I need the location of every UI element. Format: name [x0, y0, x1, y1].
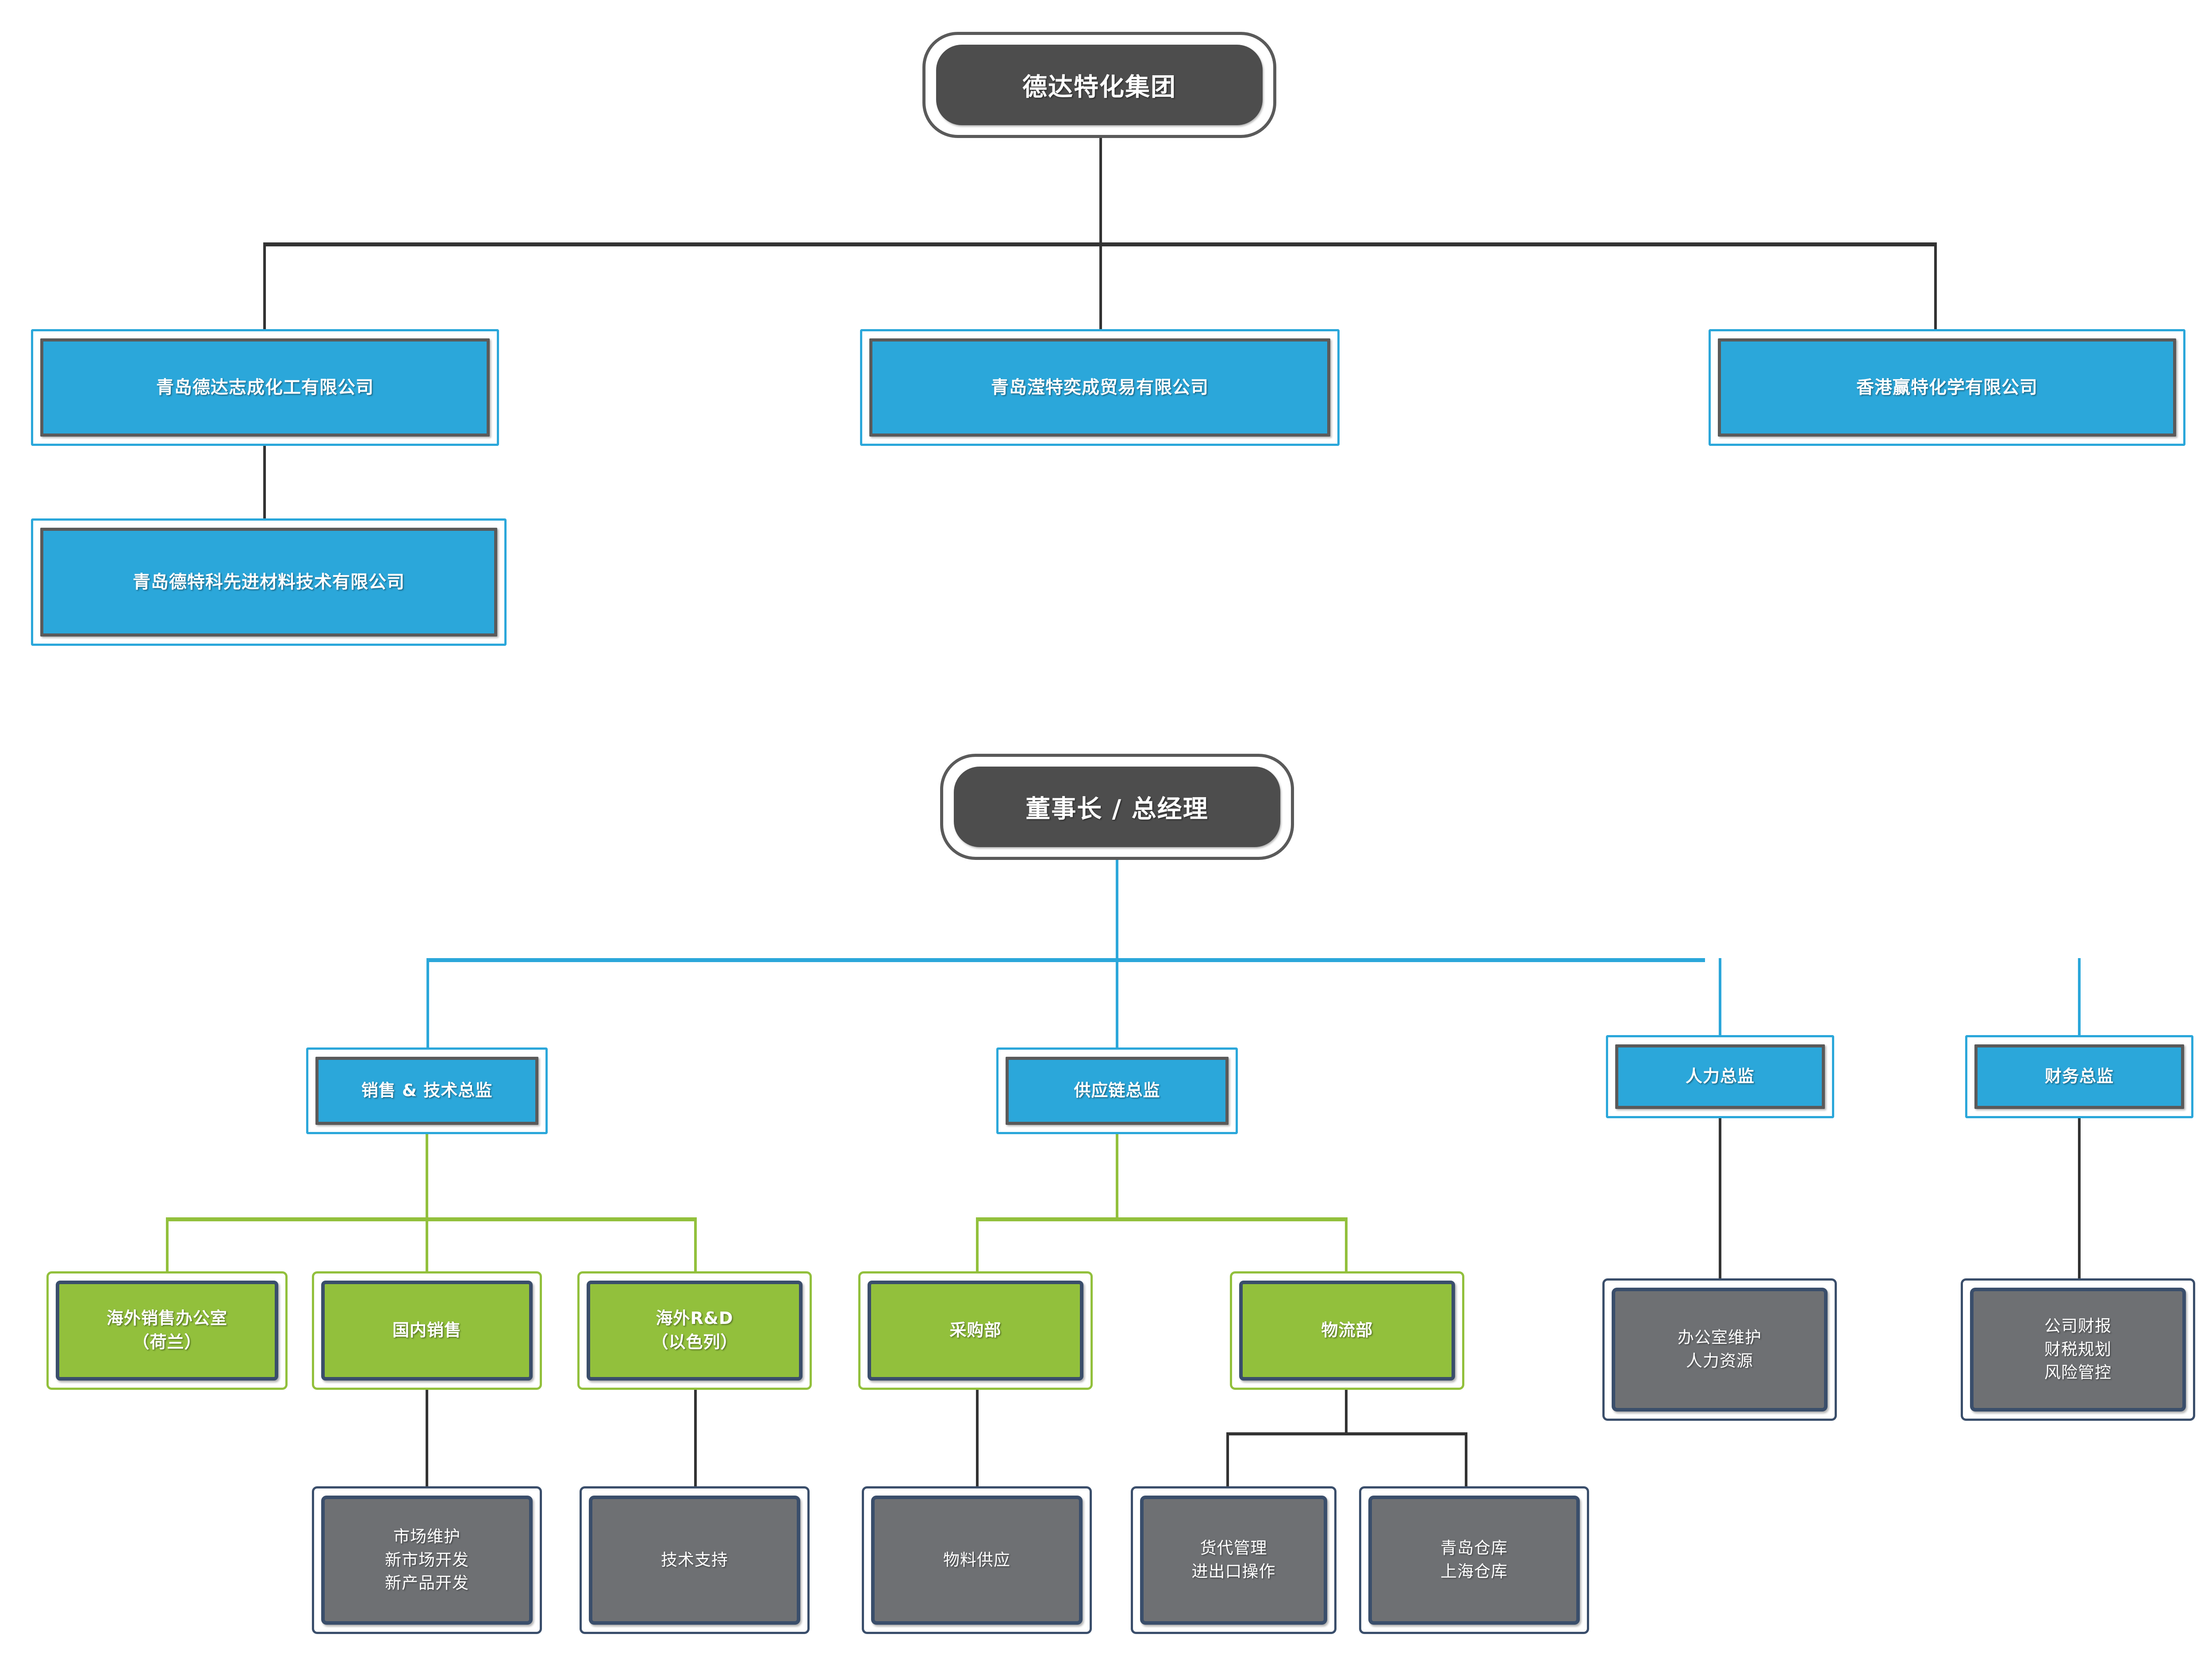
connector-sales-drop-1: [166, 1217, 169, 1282]
department-box-overseas-rd-label: 海外R&D （以色列）: [651, 1308, 738, 1352]
task-box-material-supply-label: 物料供应: [943, 1550, 1010, 1569]
connector-overseas-rd-stem: [694, 1390, 697, 1492]
department-box-overseas-sales[interactable]: 海外销售办公室 （荷兰）: [46, 1271, 288, 1390]
task-box-technical-support-body: 技术支持: [589, 1496, 800, 1625]
connector-hr-stem: [1719, 1118, 1721, 1282]
connector-logistics-bus: [1226, 1432, 1467, 1435]
task-box-market-development[interactable]: 市场维护 新市场开发 新产品开发: [312, 1486, 542, 1634]
task-box-market-development-label: 市场维护 新市场开发 新产品开发: [385, 1527, 469, 1593]
org-root-body: 董事长 / 总经理: [954, 767, 1280, 847]
connector-group-drop-3: [1934, 242, 1937, 332]
department-box-overseas-rd[interactable]: 海外R&D （以色列）: [577, 1271, 812, 1390]
connector-director-bus: [426, 958, 1705, 962]
department-box-procurement[interactable]: 采购部: [858, 1271, 1093, 1390]
connector-subsidiary-to-child: [263, 446, 266, 520]
subsidiary-box-3-body: 香港赢特化学有限公司: [1718, 338, 2176, 437]
connector-domestic-sales-stem: [426, 1390, 428, 1492]
staff-box-finance-duties[interactable]: 公司财报 财税规划 风险管控: [1961, 1278, 2195, 1421]
department-box-overseas-sales-body: 海外销售办公室 （荷兰）: [56, 1281, 278, 1381]
task-box-freight-management[interactable]: 货代管理 进出口操作: [1131, 1486, 1336, 1634]
sub-subsidiary-box[interactable]: 青岛德特科先进材料技术有限公司: [31, 518, 507, 646]
task-box-warehouses-body: 青岛仓库 上海仓库: [1368, 1496, 1580, 1625]
task-box-market-development-body: 市场维护 新市场开发 新产品开发: [321, 1496, 533, 1625]
staff-box-hr-duties-body: 办公室维护 人力资源: [1612, 1288, 1828, 1412]
connector-group-drop-2: [1099, 242, 1102, 332]
task-box-material-supply[interactable]: 物料供应: [862, 1486, 1092, 1634]
director-box-hr-label: 人力总监: [1685, 1066, 1755, 1086]
group-root-body: 德达特化集团: [936, 45, 1263, 125]
department-box-procurement-body: 采购部: [868, 1281, 1083, 1381]
group-root-node[interactable]: 德达特化集团: [922, 32, 1276, 138]
director-box-sales-label: 销售 & 技术总监: [361, 1081, 493, 1101]
connector-supplychain-stem: [1116, 1134, 1118, 1218]
director-box-sales[interactable]: 销售 & 技术总监: [306, 1047, 548, 1134]
subsidiary-box-3[interactable]: 香港赢特化学有限公司: [1709, 329, 2185, 446]
staff-box-finance-duties-body: 公司财报 财税规划 风险管控: [1970, 1288, 2186, 1412]
staff-box-hr-duties[interactable]: 办公室维护 人力资源: [1602, 1278, 1837, 1421]
department-box-domestic-sales-body: 国内销售: [321, 1281, 533, 1381]
director-box-supply-chain-label: 供应链总监: [1074, 1081, 1160, 1101]
connector-finance-stem: [2078, 1118, 2081, 1282]
task-box-material-supply-body: 物料供应: [871, 1496, 1083, 1625]
subsidiary-box-1-label: 青岛德达志成化工有限公司: [156, 377, 374, 398]
department-box-logistics[interactable]: 物流部: [1230, 1271, 1464, 1390]
department-box-domestic-sales-label: 国内销售: [392, 1320, 461, 1340]
connector-logistics-drop-2: [1465, 1432, 1467, 1492]
task-box-technical-support[interactable]: 技术支持: [580, 1486, 810, 1634]
sub-subsidiary-box-label: 青岛德特科先进材料技术有限公司: [133, 572, 405, 592]
connector-sales-stem: [426, 1134, 428, 1218]
connector-sales-bus: [166, 1217, 697, 1221]
department-box-overseas-rd-body: 海外R&D （以色列）: [587, 1281, 803, 1381]
task-box-warehouses[interactable]: 青岛仓库 上海仓库: [1359, 1486, 1589, 1634]
subsidiary-box-1-body: 青岛德达志成化工有限公司: [40, 338, 490, 437]
director-box-finance-label: 财务总监: [2044, 1066, 2114, 1086]
department-box-logistics-body: 物流部: [1239, 1281, 1455, 1381]
connector-sales-drop-3: [694, 1217, 697, 1282]
subsidiary-box-2-label: 青岛滢特奕成贸易有限公司: [991, 377, 1209, 398]
connector-group-root-stem: [1099, 138, 1102, 243]
director-box-hr-body: 人力总监: [1615, 1044, 1825, 1109]
subsidiary-box-1[interactable]: 青岛德达志成化工有限公司: [31, 329, 499, 446]
connector-director-drop-1: [426, 958, 429, 1047]
task-box-technical-support-label: 技术支持: [661, 1550, 728, 1569]
connector-supplychain-drop-2: [1345, 1217, 1348, 1282]
connector-logistics-drop-1: [1226, 1432, 1229, 1492]
connector-supplychain-drop-1: [976, 1217, 979, 1282]
director-box-finance-body: 财务总监: [1974, 1044, 2184, 1109]
director-box-finance[interactable]: 财务总监: [1965, 1035, 2193, 1118]
connector-director-drop-2: [1116, 958, 1118, 1047]
staff-box-finance-duties-label: 公司财报 财税规划 风险管控: [2044, 1316, 2112, 1382]
task-box-warehouses-label: 青岛仓库 上海仓库: [1440, 1538, 1508, 1581]
task-box-freight-management-body: 货代管理 进出口操作: [1140, 1496, 1327, 1625]
connector-group-drop-1: [263, 242, 266, 332]
connector-sales-drop-2: [426, 1217, 428, 1282]
sub-subsidiary-box-body: 青岛德特科先进材料技术有限公司: [40, 528, 497, 637]
org-root-node[interactable]: 董事长 / 总经理: [940, 754, 1294, 860]
connector-director-drop-3: [1719, 958, 1721, 1035]
department-box-overseas-sales-label: 海外销售办公室 （荷兰）: [106, 1308, 227, 1352]
connector-logistics-stem: [1345, 1390, 1348, 1433]
connector-director-drop-4: [2078, 958, 2081, 1035]
director-box-supply-chain-body: 供应链总监: [1006, 1057, 1229, 1125]
subsidiary-box-2-body: 青岛滢特奕成贸易有限公司: [869, 338, 1330, 437]
org-root-label: 董事长 / 总经理: [1025, 794, 1209, 824]
group-root-label: 德达特化集团: [1022, 73, 1176, 102]
director-box-supply-chain[interactable]: 供应链总监: [996, 1047, 1238, 1134]
connector-supplychain-bus: [976, 1217, 1348, 1221]
director-box-sales-body: 销售 & 技术总监: [315, 1057, 538, 1125]
connector-org-root-stem: [1116, 860, 1118, 960]
director-box-hr[interactable]: 人力总监: [1606, 1035, 1834, 1118]
subsidiary-box-3-label: 香港赢特化学有限公司: [1856, 377, 2038, 398]
department-box-domestic-sales[interactable]: 国内销售: [312, 1271, 542, 1390]
subsidiary-box-2[interactable]: 青岛滢特奕成贸易有限公司: [860, 329, 1340, 446]
department-box-procurement-label: 采购部: [949, 1320, 1002, 1340]
department-box-logistics-label: 物流部: [1321, 1320, 1373, 1340]
staff-box-hr-duties-label: 办公室维护 人力资源: [1678, 1328, 1762, 1370]
task-box-freight-management-label: 货代管理 进出口操作: [1191, 1538, 1276, 1581]
connector-procurement-stem: [976, 1390, 979, 1492]
